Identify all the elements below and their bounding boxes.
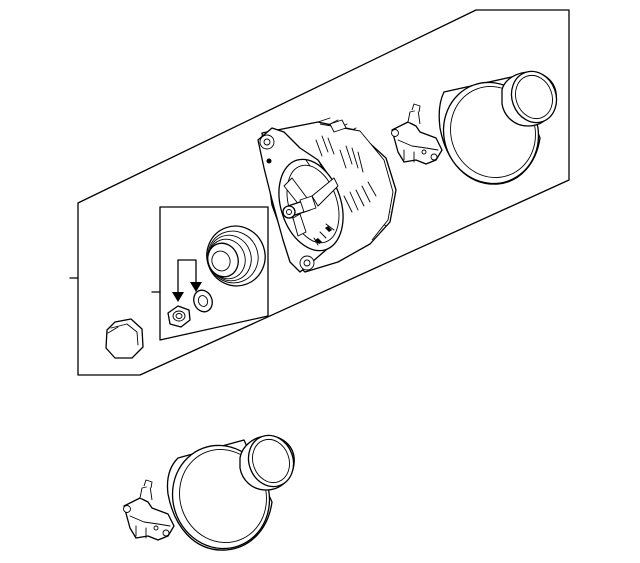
cover-part-lower bbox=[166, 434, 295, 551]
alternator-part bbox=[257, 117, 397, 273]
nut-part bbox=[167, 305, 191, 328]
washer-part bbox=[193, 289, 213, 313]
leader-arrows bbox=[172, 259, 202, 302]
assembly-panel bbox=[69, 9, 570, 376]
cover-part-upper bbox=[438, 70, 558, 185]
regulator-part-lower bbox=[123, 479, 175, 541]
regulator-part-upper bbox=[391, 103, 443, 165]
pulley-kit-box bbox=[159, 206, 269, 341]
cap-part bbox=[105, 318, 144, 359]
pulley-part bbox=[206, 225, 266, 287]
